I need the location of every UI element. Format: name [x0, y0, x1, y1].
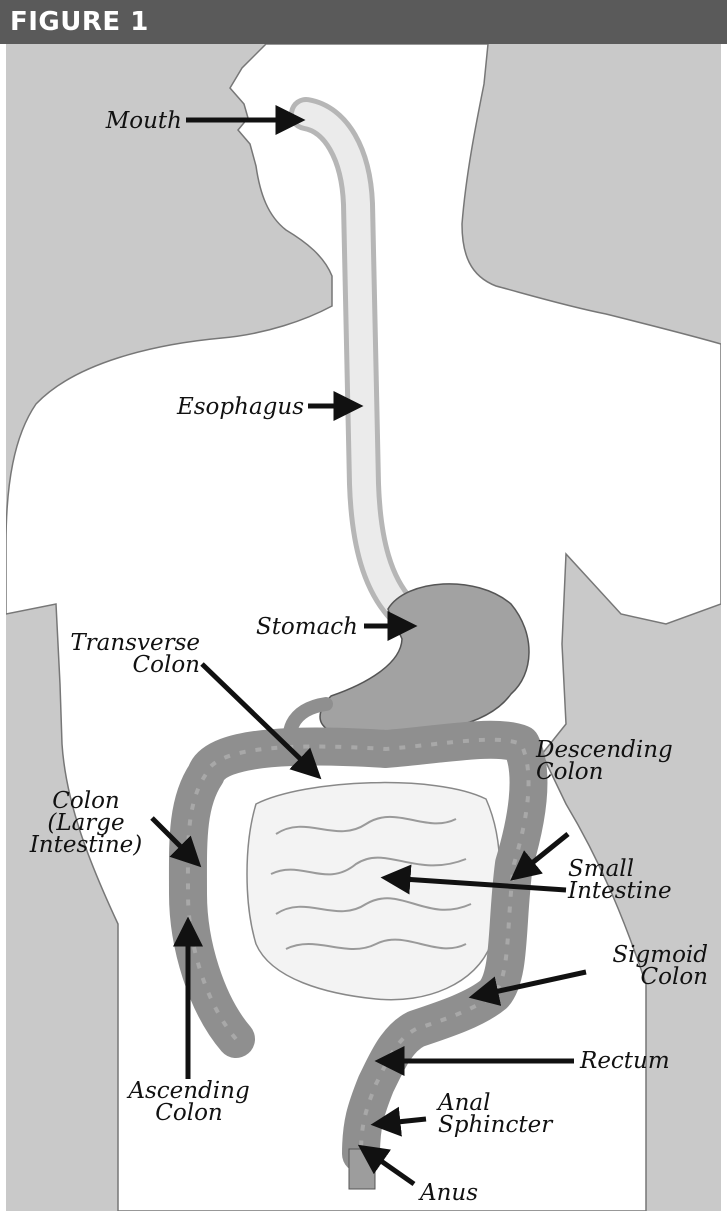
figure-title: FIGURE 1: [0, 0, 727, 44]
diagram-panel: Mouth Esophagus Stomach Transverse Colon…: [6, 44, 721, 1211]
descending-colon-label: Descending Colon: [536, 739, 716, 783]
anal-sphincter-label: Anal Sphincter: [438, 1092, 578, 1136]
small-intestine-mass: [247, 783, 500, 1000]
digestive-system-diagram: [6, 44, 721, 1211]
stomach-label: Stomach: [216, 616, 358, 638]
esophagus-label: Esophagus: [136, 396, 304, 418]
sigmoid-colon-label: Sigmoid Colon: [566, 944, 708, 988]
rectum-label: Rectum: [580, 1050, 710, 1072]
ascending-colon-label: Ascending Colon: [114, 1080, 264, 1124]
colon-large-intestine-label: Colon (Large Intestine): [10, 790, 162, 856]
anus-label: Anus: [420, 1182, 520, 1204]
small-intestine-label: Small Intestine: [568, 858, 718, 902]
mouth-label: Mouth: [66, 110, 182, 132]
transverse-colon-label: Transverse Colon: [16, 632, 200, 676]
